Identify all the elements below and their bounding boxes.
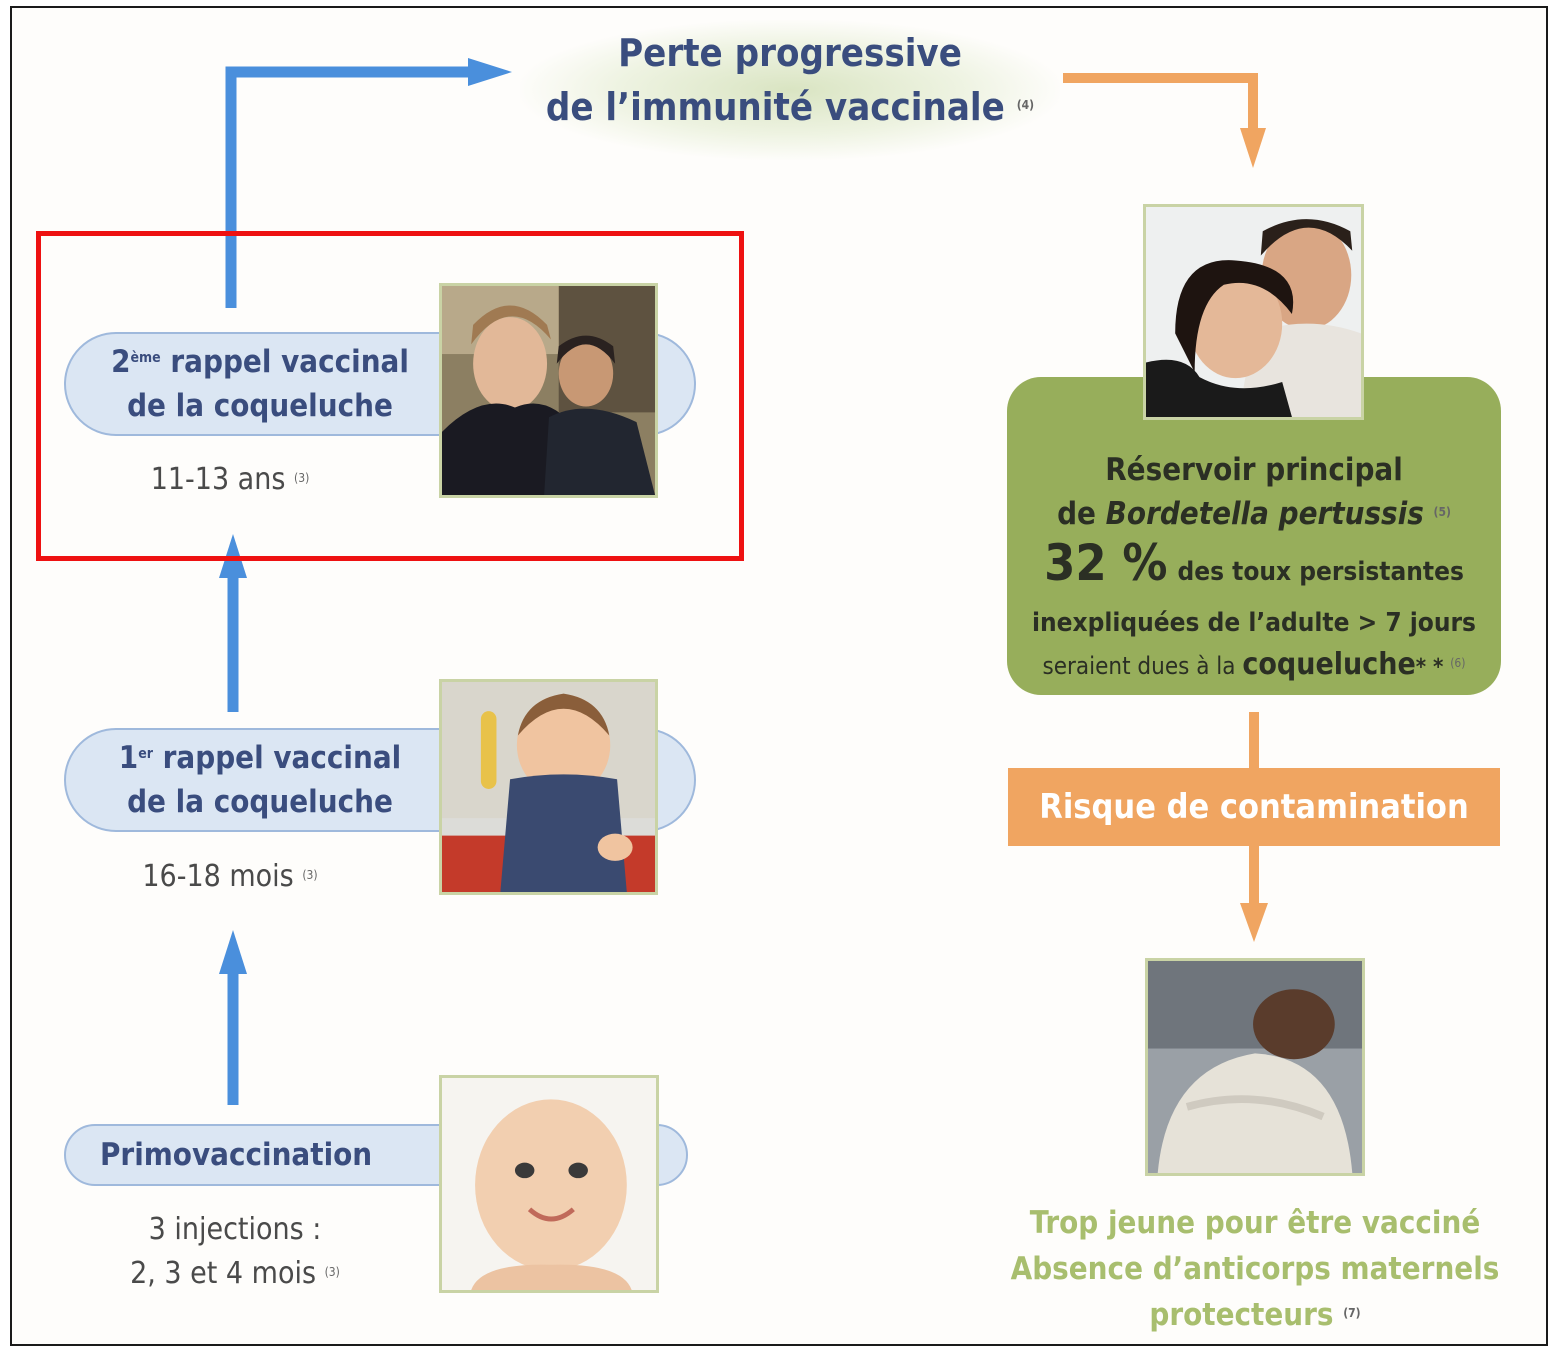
- sleeping-newborn-photo: [1145, 958, 1365, 1176]
- reservoir-text: Réservoir principal de Bordetella pertus…: [1007, 448, 1501, 689]
- first-booster-sup: er: [138, 746, 153, 762]
- infant-line-1: Trop jeune pour être vacciné: [1029, 1205, 1481, 1241]
- primovaccination-schedule: 3 injections : 2, 3 et 4 mois (3): [130, 1212, 340, 1291]
- reservoir-title: Réservoir principal: [1105, 452, 1403, 488]
- reservoir-line-4: inexpliquées de l’adulte > 7 jours: [1032, 608, 1476, 638]
- title-line-2: de l’immunité vaccinale (4): [545, 85, 1035, 129]
- primovaccination-label: Primovaccination: [100, 1137, 373, 1173]
- orange-arrow-to-reservoir: [1063, 73, 1258, 130]
- orange-arrow-to-reservoir-head: [1240, 128, 1266, 168]
- second-booster-age: 11-13 ans (3): [150, 462, 310, 497]
- reservoir-species: de Bordetella pertussis (5): [1057, 496, 1451, 532]
- risk-contamination-banner: Risque de contamination: [1008, 768, 1500, 846]
- blue-arrow-to-title: [225, 66, 470, 308]
- orange-arrow-to-infant-head: [1240, 903, 1268, 942]
- infant-line-2: Absence d’anticorps maternels: [1010, 1251, 1500, 1287]
- diagram-title: Perte progressive de l’immunité vaccinal…: [520, 26, 1060, 134]
- title-ref: (4): [1016, 98, 1035, 112]
- reservoir-stat: 32 % des toux persistantes: [1044, 534, 1464, 592]
- title-line-1: Perte progressive: [618, 31, 962, 75]
- teenagers-photo: [439, 283, 658, 498]
- second-booster-label: 2ème rappel vaccinal de la coqueluche: [111, 344, 409, 424]
- highlight-box: [36, 231, 744, 561]
- reservoir-box: [1007, 377, 1501, 695]
- first-booster-age: 16-18 mois (3): [142, 859, 318, 894]
- adult-couple-photo: [1143, 204, 1364, 420]
- title-glow: [520, 20, 1060, 160]
- smiling-baby-photo: [439, 1075, 659, 1293]
- blue-arrow-to-title-head: [468, 58, 512, 86]
- first-booster-label: 1er rappel vaccinal de la coqueluche: [118, 740, 402, 820]
- reservoir-percent: 32 %: [1044, 534, 1168, 592]
- infant-line-3: protecteurs (7): [1149, 1297, 1361, 1333]
- baby-phone-photo: [439, 679, 658, 895]
- second-booster-sup: ème: [130, 350, 161, 366]
- reservoir-line-5: seraient dues à la coqueluche* * (6): [1042, 647, 1466, 682]
- infant-caption: Trop jeune pour être vacciné Absence d’a…: [990, 1200, 1520, 1338]
- blue-arrow-up-1-head: [219, 930, 247, 974]
